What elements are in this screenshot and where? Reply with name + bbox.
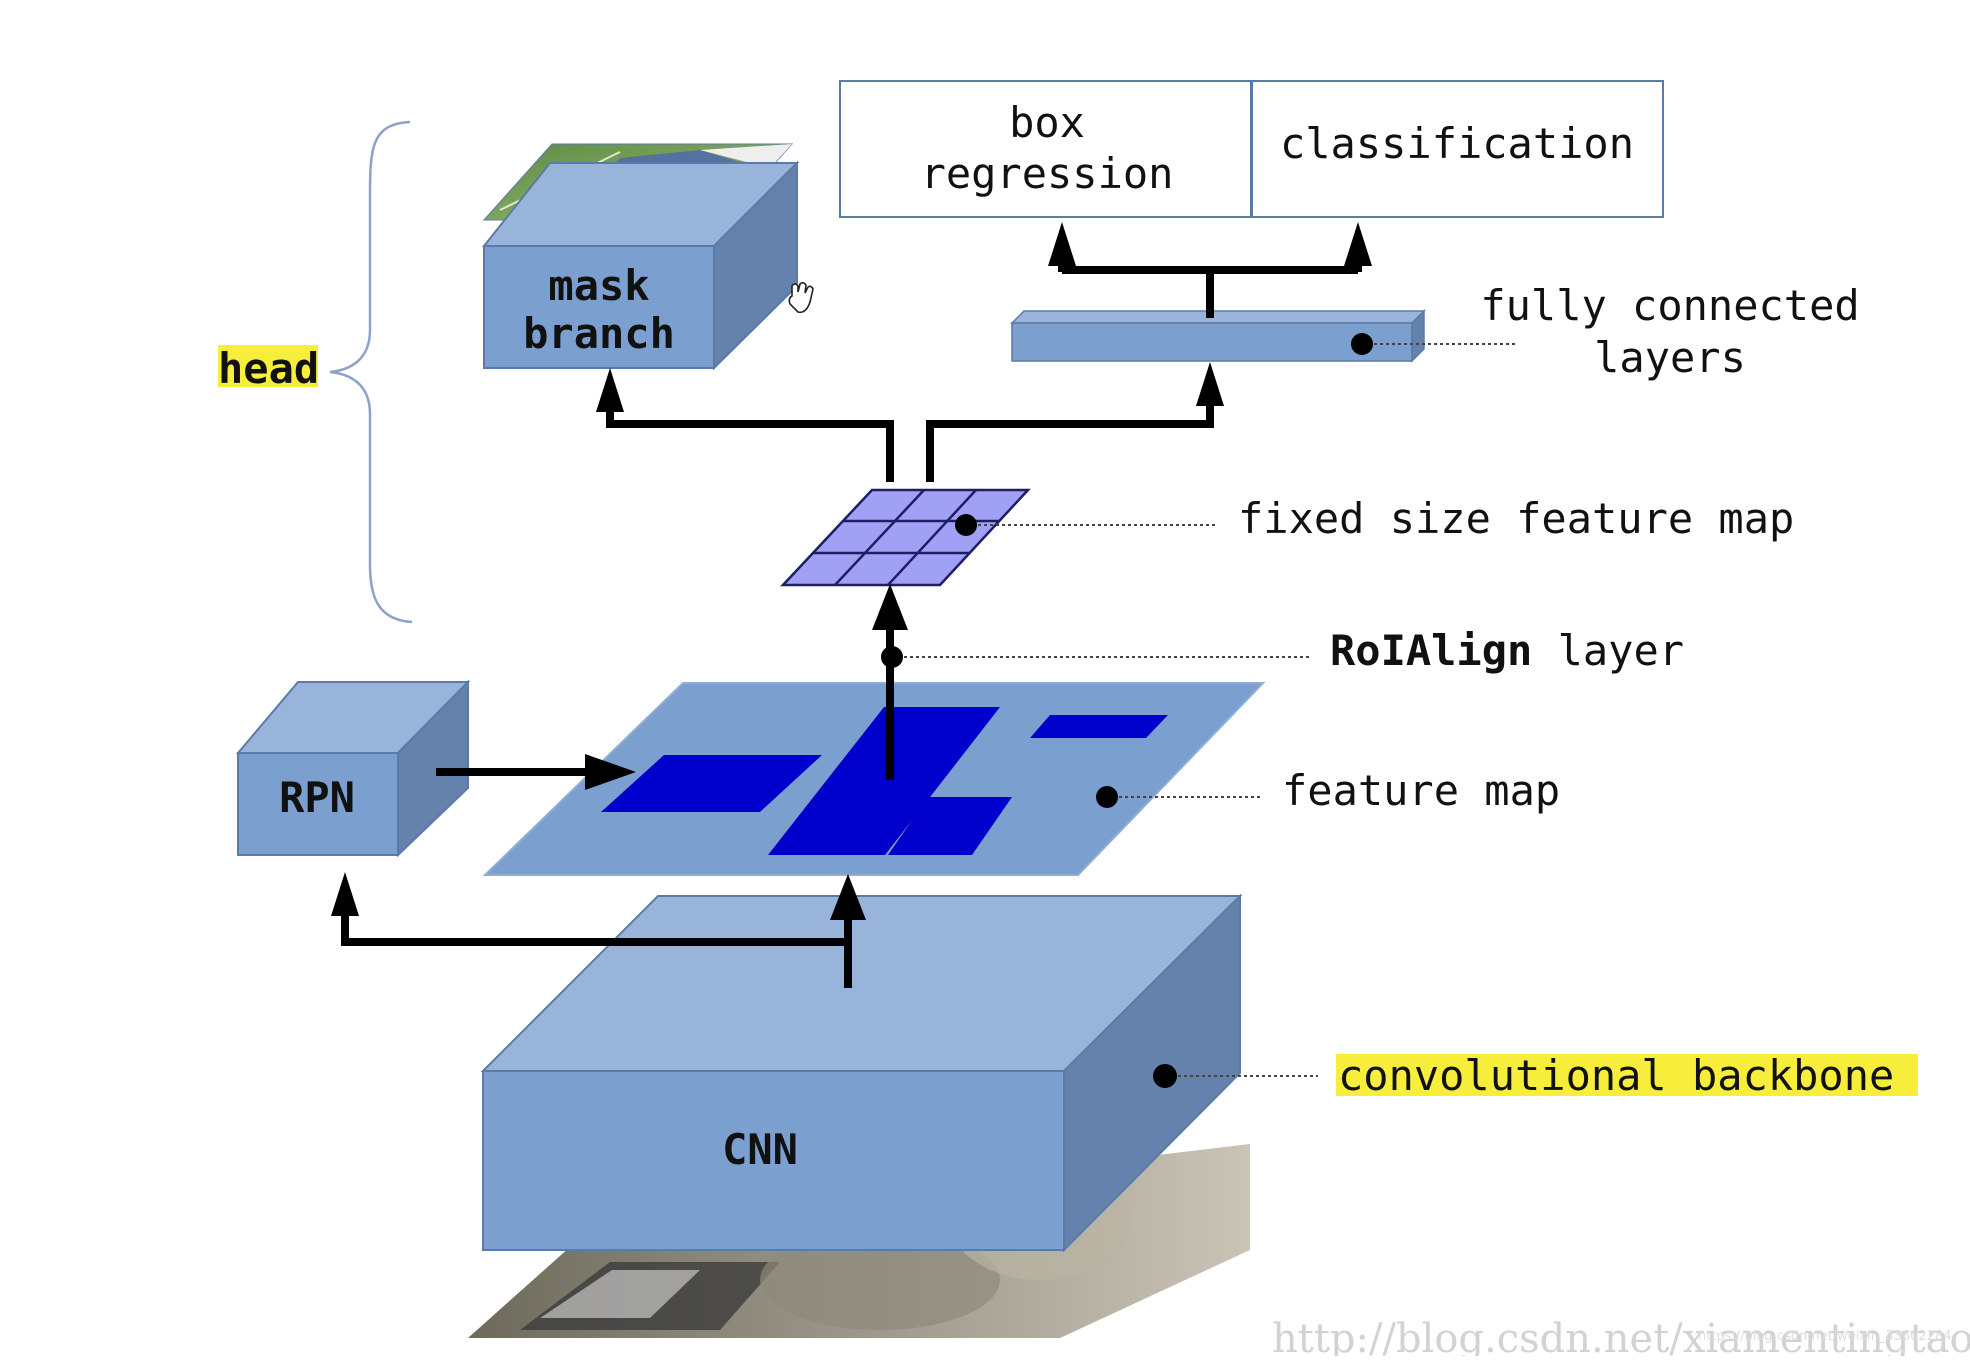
roialign-bold: RoIAlign bbox=[1330, 626, 1532, 675]
box-regression-line1: box bbox=[1009, 98, 1085, 147]
head-highlight bbox=[218, 345, 318, 387]
roialign-rest: layer bbox=[1532, 626, 1684, 675]
watermark: http://blog.csdn.net/xiamentingtao https… bbox=[1272, 1316, 1970, 1361]
output-boxes: box regression classification bbox=[839, 80, 1664, 218]
head-brace bbox=[329, 120, 413, 624]
fixed-size-feature-map-label: fixed size feature map bbox=[1238, 494, 1794, 543]
cnn-label: CNN bbox=[722, 1125, 798, 1174]
mask-branch-box: mask branch bbox=[481, 160, 800, 371]
backbone-dot bbox=[1153, 1064, 1177, 1088]
feature-map-label: feature map bbox=[1282, 766, 1560, 815]
roialign-callout: RoIAlign layer bbox=[881, 626, 1684, 675]
rpn-to-feature-map-arrow bbox=[436, 754, 636, 790]
rpn-label: RPN bbox=[279, 773, 355, 822]
fully-connected-dot bbox=[1351, 333, 1373, 355]
roialign-label: RoIAlign layer bbox=[1330, 626, 1684, 675]
watermark-small: https://blog.csdn.net/weixin_33602284 bbox=[1698, 1329, 1952, 1344]
watermark-main: http://blog.csdn.net/xiamentingtao bbox=[1272, 1316, 1970, 1356]
roialign-dot bbox=[881, 646, 903, 668]
grid-to-heads-arrows bbox=[596, 362, 1224, 482]
cnn-to-rpn-and-feature-arrows bbox=[331, 872, 866, 988]
fc-to-output-arrows bbox=[1048, 222, 1372, 318]
mask-label-line1: mask bbox=[548, 261, 649, 310]
fixed-size-feature-map-grid bbox=[780, 488, 1031, 587]
roi-box-4 bbox=[888, 797, 1012, 855]
feature-map-plane bbox=[482, 682, 1266, 876]
roi-box-1 bbox=[601, 755, 822, 812]
feature-map-dot bbox=[1096, 786, 1118, 808]
fully-connected-line2: layers bbox=[1594, 333, 1746, 382]
rpn-box: RPN bbox=[235, 679, 471, 858]
fully-connected-callout: fully connected layers bbox=[1351, 281, 1860, 382]
classification-box bbox=[1251, 80, 1664, 218]
convolutional-backbone-label: convolutional backbone bbox=[1338, 1051, 1894, 1100]
head-label: head bbox=[218, 344, 319, 393]
convolutional-backbone-callout: convolutional backbone bbox=[1153, 1051, 1918, 1100]
hand-cursor-icon bbox=[788, 281, 814, 314]
box-regression-line2: regression bbox=[921, 149, 1174, 198]
classification-label: classification bbox=[1280, 119, 1634, 168]
fixed-size-feature-map-callout: fixed size feature map bbox=[955, 494, 1794, 543]
fixed-size-dot bbox=[955, 514, 977, 536]
head-text: head bbox=[218, 344, 319, 393]
mask-label-line2: branch bbox=[523, 309, 675, 358]
fully-connected-bar bbox=[1010, 309, 1426, 363]
backbone-highlight bbox=[1336, 1054, 1918, 1096]
fully-connected-line1: fully connected bbox=[1480, 281, 1859, 330]
roi-box-2 bbox=[768, 707, 1000, 855]
feature-map-callout: feature map bbox=[1096, 766, 1560, 815]
roi-box-3 bbox=[1030, 715, 1168, 738]
